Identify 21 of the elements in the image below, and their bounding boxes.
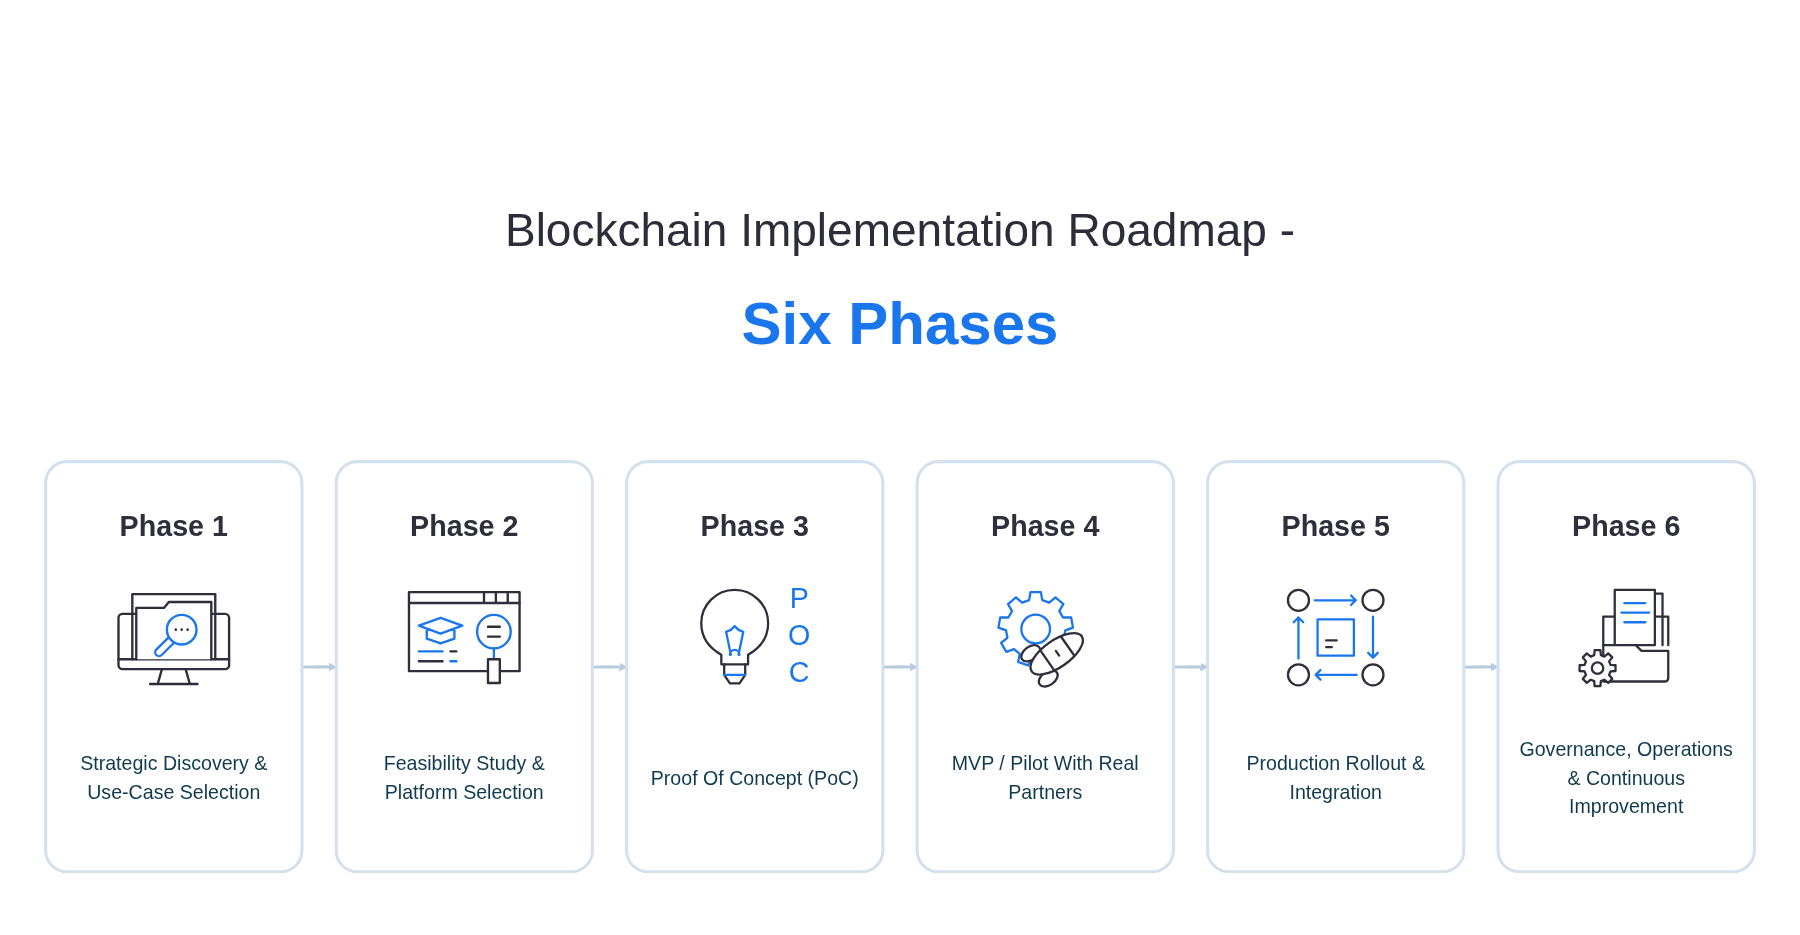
- phase-heading: Phase 4: [991, 509, 1100, 545]
- phase-card: [1496, 460, 1756, 874]
- phase-description: MVP / Pilot With Real Partners: [950, 751, 1140, 806]
- phase-card: [915, 460, 1175, 874]
- phase-card: [625, 460, 885, 874]
- phase-description: Feasibility Study & Platform Selection: [382, 751, 546, 806]
- phase-card: [44, 460, 304, 874]
- phase-heading: Phase 2: [410, 509, 519, 545]
- phase-heading: Phase 6: [1572, 509, 1681, 545]
- phase-heading: Phase 3: [700, 509, 809, 545]
- title: Blockchain Implementation Roadmap - Six Phases: [504, 203, 1296, 359]
- phase-description: Strategic Discovery & Use-Case Selection: [79, 751, 269, 806]
- vertical-label: POC: [784, 581, 814, 694]
- phase-card: [1206, 460, 1466, 874]
- phase-card: [334, 460, 594, 874]
- phase-description: Proof Of Concept (PoC): [649, 766, 860, 791]
- phase-heading: Phase 5: [1281, 509, 1390, 545]
- arrow: [1464, 663, 1499, 672]
- phase-heading: Phase 1: [119, 509, 228, 545]
- phase-description: Production Rollout & Integration: [1245, 751, 1426, 806]
- phase-description: Governance, Operations & Continuous Improvement: [1518, 737, 1734, 820]
